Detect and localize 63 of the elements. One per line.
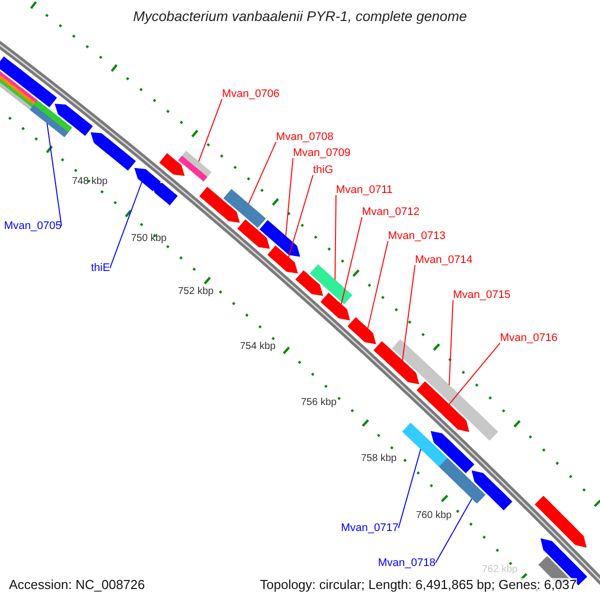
gene-label: Mvan_0715: [453, 289, 510, 302]
gene-label: Mvan_0706: [222, 88, 280, 100]
gene-label: Mvan_0717: [341, 522, 398, 534]
gene-feature: [223, 188, 266, 228]
gene-feature: [373, 341, 420, 384]
gene-feature: [267, 246, 298, 274]
leader-line: [288, 174, 314, 258]
gene-label: Mvan_0705: [4, 220, 62, 232]
footer-text: Accession: NC_008726: [9, 578, 145, 592]
gene-feature: [402, 422, 448, 467]
title: Mycobacterium vanbaalenii PYR-1, complete genome: [132, 9, 468, 24]
leader-line: [46, 122, 62, 227]
gene-feature: [178, 150, 212, 182]
gene-feature: [320, 292, 350, 320]
gene-label: Mvan_0716: [500, 332, 558, 344]
gene-feature: [54, 104, 93, 136]
leader-line: [448, 342, 500, 405]
gene-label: thiG: [313, 164, 334, 176]
gene-feature: [0, 56, 57, 108]
gene-label: Mvan_0712: [362, 206, 420, 218]
leader-line: [402, 264, 416, 361]
gene-feature: [199, 186, 240, 223]
leader-line: [340, 216, 362, 305]
leader-line: [398, 448, 422, 529]
gene-feature: [347, 317, 376, 344]
gene-feature: [159, 153, 185, 176]
leader-line: [285, 158, 294, 237]
leader-line: [448, 300, 454, 386]
gene-feature: [472, 470, 512, 510]
leader-line: [334, 194, 336, 280]
footer-text: Topology: circular; Length: 6,491,865 bp; Genes: 6,037: [260, 578, 577, 592]
gene-label: thiE: [91, 262, 110, 274]
gene-feature: [416, 381, 470, 432]
gene-feature: [151, 182, 178, 206]
gene-feature: [90, 132, 136, 171]
gene-feature: [295, 270, 323, 296]
scale-label: 760 kbp: [416, 510, 452, 521]
gene-label: Mvan_0713: [388, 230, 446, 242]
scale-label: 756 kbp: [301, 397, 337, 408]
gene-feature: [0, 70, 38, 110]
gene-label: Mvan_0709: [293, 147, 350, 160]
gene-feature: [430, 431, 474, 474]
gene-label: Mvan_0714: [415, 254, 472, 266]
scale-label: 752 kbp: [178, 286, 214, 297]
scale-label: 758 kbp: [361, 453, 397, 464]
scale-label: 750 kbp: [131, 233, 167, 244]
gene-feature: [237, 219, 270, 249]
gene-feature: [438, 458, 486, 504]
gene-feature: [310, 264, 352, 304]
gene-feature: [534, 496, 587, 548]
gene-label: Mvan_0718: [378, 557, 436, 570]
gene-feature: [134, 168, 161, 192]
gene-feature: [392, 339, 498, 441]
leader-line: [109, 181, 142, 269]
gene-label: Mvan_0708: [276, 131, 334, 144]
leader-line: [367, 240, 388, 329]
leader-line: [248, 142, 276, 204]
scale-label: 754 kbp: [240, 341, 276, 352]
leader-line: [435, 498, 472, 564]
gene-label: Mvan_0711: [336, 184, 393, 196]
gene-feature: [260, 220, 300, 257]
gene-feature: [29, 100, 72, 138]
scale-label: 748 kbp: [72, 176, 108, 187]
